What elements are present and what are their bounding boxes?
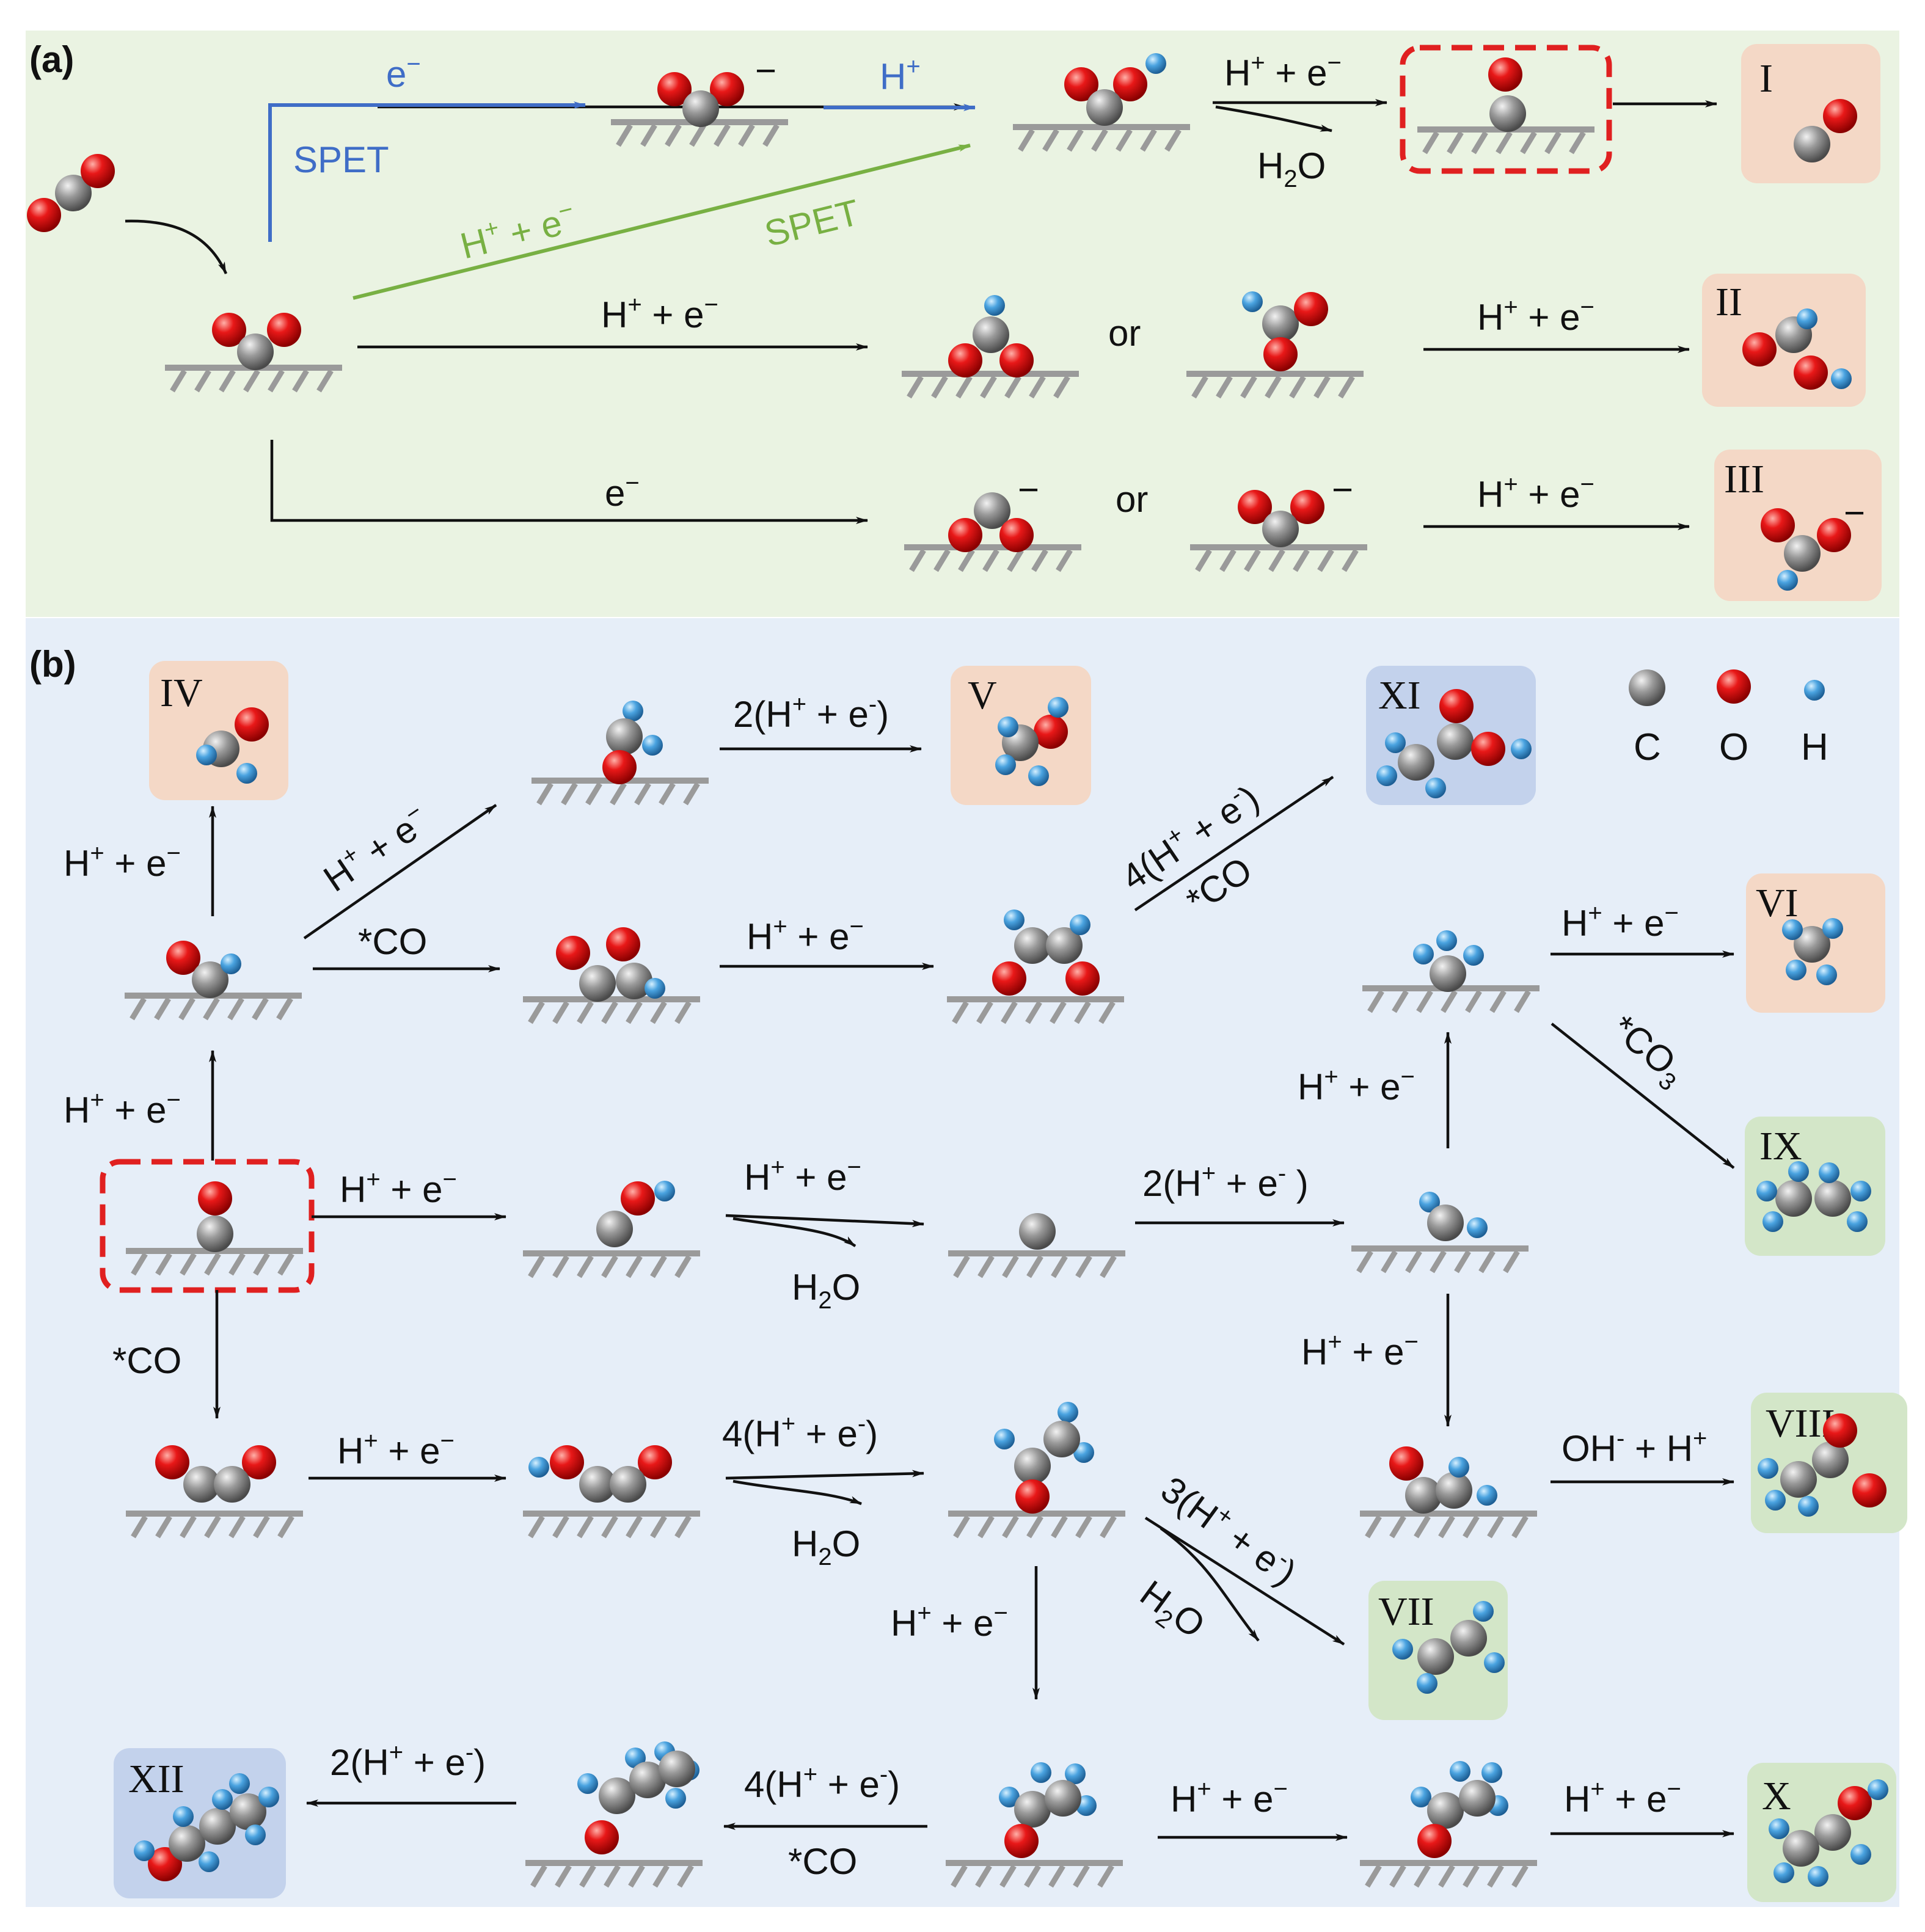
spet-arrows bbox=[268, 101, 976, 300]
label-he-a1: H+ + e− bbox=[1224, 49, 1342, 93]
panel-a-label: (a) bbox=[29, 39, 74, 80]
product-label-III: III bbox=[1724, 457, 1764, 501]
product-label-VII: VII bbox=[1378, 1589, 1434, 1634]
label-he-b-3down: H+ + e− bbox=[891, 1600, 1008, 1644]
label-he-b-up1: H+ + e− bbox=[64, 840, 181, 884]
product-label-XI: XI bbox=[1378, 673, 1421, 718]
label-co-b-1: *CO bbox=[358, 921, 427, 962]
label-he-b-4b: H+ + e− bbox=[1564, 1776, 1681, 1820]
label-oh-b-3: OH- + H+ bbox=[1562, 1425, 1707, 1469]
label-he-b-1b: H+ + e− bbox=[747, 913, 864, 957]
product-label-IV: IV bbox=[160, 671, 203, 715]
label-he-b-vi: H+ + e− bbox=[1562, 900, 1679, 944]
label-4he-b-3: 4(H+ + e-) bbox=[722, 1410, 878, 1454]
label-e-a3: e− bbox=[605, 470, 640, 514]
label-h-blue: H+ bbox=[880, 53, 921, 97]
product-label-XII: XII bbox=[128, 1757, 184, 1801]
label-he-a2b: H+ + e− bbox=[1477, 294, 1594, 338]
label-2he-b-4: 2(H+ + e-) bbox=[330, 1739, 486, 1783]
label-2he-b-1: 2(H+ + e-) bbox=[733, 691, 889, 735]
label-2he-b-2: 2(H+ + e- ) bbox=[1142, 1160, 1309, 1204]
product-label-VI: VI bbox=[1756, 881, 1799, 925]
product-label-V: V bbox=[968, 673, 997, 718]
highlight-box-co-a bbox=[1400, 45, 1612, 174]
label-he-b-2b: H+ + e− bbox=[744, 1154, 861, 1198]
charge-co2-minus: − bbox=[755, 50, 776, 91]
charge-a3a: − bbox=[1018, 469, 1039, 510]
label-or-a3: or bbox=[1116, 479, 1148, 520]
label-he-b-4a: H+ + e− bbox=[1171, 1776, 1288, 1820]
label-or-a2: or bbox=[1108, 313, 1141, 354]
label-he-b-2a: H+ + e− bbox=[340, 1166, 457, 1210]
label-he-b-3a: H+ + e− bbox=[337, 1427, 455, 1471]
label-he-a3: H+ + e− bbox=[1477, 471, 1594, 515]
label-h2o-b-2: H2O bbox=[792, 1267, 860, 1314]
label-co-b-4: *CO bbox=[788, 1841, 857, 1882]
label-he-b-vert-down: H+ + e− bbox=[1301, 1329, 1419, 1372]
legend-c: C bbox=[1634, 726, 1661, 768]
label-he-green: H+ + e− bbox=[456, 195, 580, 266]
label-h2o-a1: H2O bbox=[1257, 145, 1326, 192]
label-co-b-down: *CO bbox=[112, 1340, 181, 1381]
panel-b-label: (b) bbox=[29, 644, 76, 685]
label-he-b-up2: H+ + e− bbox=[64, 1087, 181, 1131]
label-4he-b-4: 4(H+ + e-) bbox=[744, 1761, 900, 1805]
legend-o: O bbox=[1719, 726, 1748, 768]
label-e-blue: e− bbox=[386, 51, 421, 95]
label-h2o-b-3: H2O bbox=[792, 1523, 860, 1570]
charge-a3b: − bbox=[1332, 469, 1353, 510]
charge-III: − bbox=[1844, 492, 1865, 533]
product-label-VIII: VIII bbox=[1766, 1401, 1835, 1446]
product-label-I: I bbox=[1759, 56, 1773, 101]
label-he-a2: H+ + e− bbox=[601, 291, 718, 335]
arrows bbox=[125, 99, 1735, 1841]
label-spet-blue: SPET bbox=[293, 139, 389, 180]
product-label-IX: IX bbox=[1759, 1124, 1802, 1168]
product-label-II: II bbox=[1715, 280, 1742, 324]
product-label-X: X bbox=[1762, 1774, 1791, 1818]
label-he-b-vert-up: H+ + e− bbox=[1298, 1063, 1415, 1107]
legend-h: H bbox=[1801, 726, 1828, 768]
